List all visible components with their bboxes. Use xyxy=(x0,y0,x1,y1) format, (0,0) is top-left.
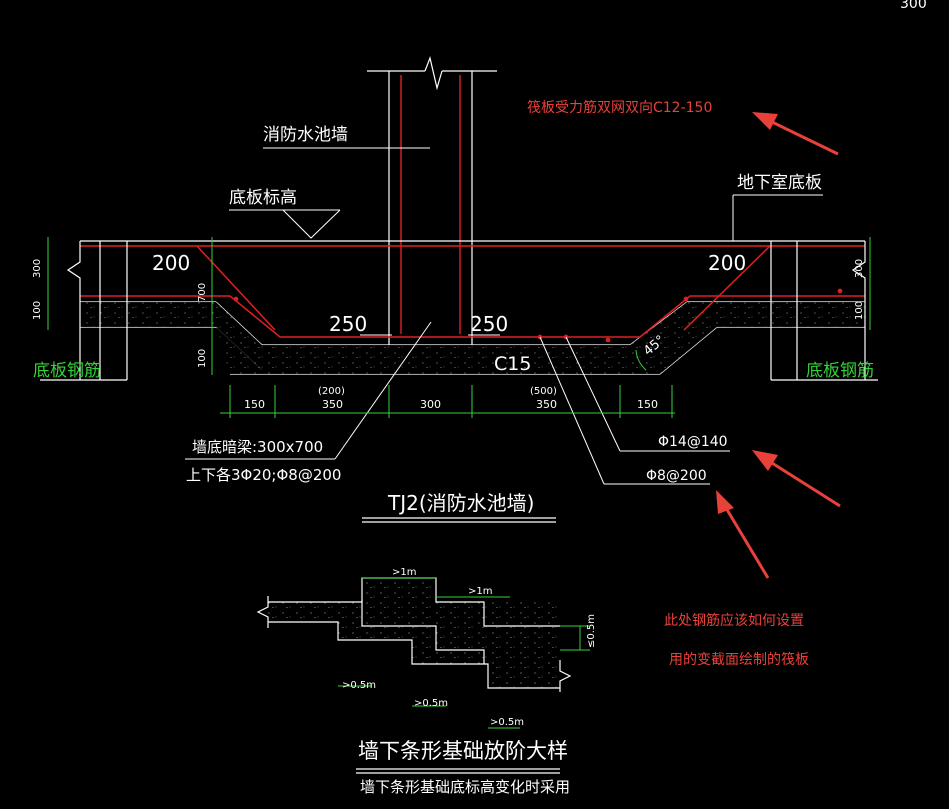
slab-rebar-left-label: 底板钢筋 xyxy=(33,361,101,381)
arrow-head-mid-icon xyxy=(752,450,778,471)
top-annotation: 筏板受力筋双网双向C12-150 xyxy=(527,99,712,116)
step-dim-3: ≤0.5m xyxy=(586,614,597,648)
step-dim-1: >1m xyxy=(392,567,416,578)
wall-label: 消防水池墙 xyxy=(263,125,348,145)
step-foundation-detail: >1m >1m ≤0.5m >0.5m >0.5m >0.5m xyxy=(256,567,597,729)
bottom-dim-350-right: 350 xyxy=(536,398,557,411)
right-dim-100: 100 xyxy=(854,301,865,320)
corner-dim-label: 300 xyxy=(900,0,927,12)
step-dim-2: >1m xyxy=(468,586,492,597)
red-arrows xyxy=(716,112,841,579)
bottom-dim-300: 300 xyxy=(420,398,441,411)
concrete-grade-label: C15 xyxy=(494,353,531,375)
bottom-dim-150-right: 150 xyxy=(637,398,658,411)
dim-250-right: 250 xyxy=(470,312,508,336)
arrow-head-low-icon xyxy=(716,490,734,514)
side-walls xyxy=(40,241,878,381)
leader-lines xyxy=(185,147,823,485)
bottom-dim-150-left: 150 xyxy=(244,398,265,411)
raft-slab xyxy=(80,240,865,375)
pool-wall xyxy=(367,55,497,350)
section-title: TJ2(消防水池墙) xyxy=(387,491,534,515)
left-dim-300: 300 xyxy=(32,259,43,278)
step-detail-subtitle: 墙下条形基础底标高变化时采用 xyxy=(360,778,570,796)
dimension-lines xyxy=(47,237,871,418)
slab-rebar-right-label: 底板钢筋 xyxy=(806,361,874,381)
step-dim-6: >0.5m xyxy=(490,717,524,728)
dim-200-right: 200 xyxy=(708,251,746,275)
beam-label: 墙底暗梁:300x700 xyxy=(192,438,323,456)
bottom-dim-350-left: 350 xyxy=(322,398,343,411)
slab-rebars xyxy=(80,245,865,343)
left-dim-100: 100 xyxy=(32,301,43,320)
question-annotation-line1: 此处钢筋应该如何设置 xyxy=(664,612,804,629)
bottom-elevation-label: 底板标高 xyxy=(229,188,297,208)
basement-slab-label: 地下室底板 xyxy=(737,173,822,193)
bottom-dim-paren-left: (200) xyxy=(318,386,345,397)
step-detail-title: 墙下条形基础放阶大样 xyxy=(358,739,568,763)
rebar-label-phi14: Φ14@140 xyxy=(658,434,728,450)
step-dim-5: >0.5m xyxy=(414,698,448,709)
rebar-label-phi8: Φ8@200 xyxy=(646,468,707,484)
arrow-head-top-icon xyxy=(752,112,778,130)
left-dim-700: 700 xyxy=(197,283,208,302)
left-dim-100b: 100 xyxy=(197,349,208,368)
bottom-dim-paren-right: (500) xyxy=(530,386,557,397)
dim-200-left: 200 xyxy=(152,251,190,275)
question-annotation-line2: 用的变截面绘制的筏板 xyxy=(669,651,809,668)
right-dim-300: 300 xyxy=(854,259,865,278)
beam-rebar-label: 上下各3Φ20;Φ8@200 xyxy=(186,466,341,484)
step-dim-4: >0.5m xyxy=(342,680,376,691)
dim-250-left: 250 xyxy=(329,312,367,336)
